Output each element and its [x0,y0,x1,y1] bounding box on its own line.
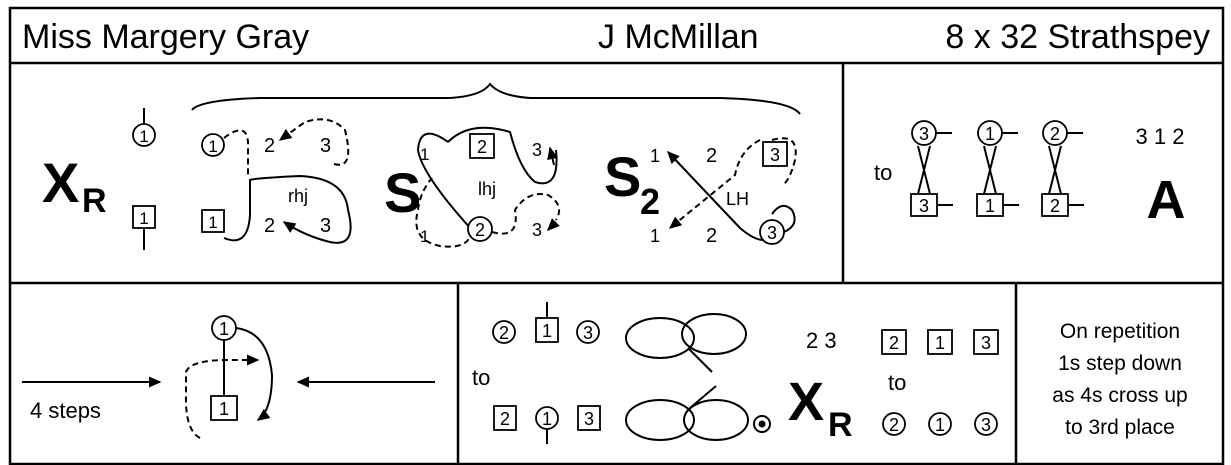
svg-text:1: 1 [420,227,429,246]
final-order: 3 1 2 [1136,124,1185,149]
svg-text:3: 3 [583,323,593,343]
svg-text:2 3: 2 3 [806,328,837,353]
svg-text:2: 2 [889,415,899,435]
svg-text:3: 3 [770,145,780,165]
svg-text:2: 2 [1050,196,1060,216]
svg-text:3: 3 [919,124,929,144]
svg-text:1: 1 [139,127,148,146]
svg-text:2: 2 [706,145,717,167]
outer-frame [8,6,1225,465]
svg-text:rhj: rhj [288,186,308,206]
svg-text:1: 1 [208,213,217,232]
svg-text:3: 3 [584,409,594,429]
svg-text:3: 3 [981,415,991,435]
cross-symbol: X R [42,151,107,220]
svg-text:R: R [82,182,107,220]
svg-text:1: 1 [219,399,229,419]
svg-text:1: 1 [542,321,552,341]
set-symbol: S [384,161,421,224]
svg-text:1: 1 [139,209,148,228]
svg-text:1: 1 [985,196,995,216]
svg-text:3: 3 [767,223,777,243]
end-marker-dot [758,420,766,428]
allemande-symbol: A [1147,170,1186,230]
panel-steps: 4 steps 1 1 [22,315,435,439]
svg-text:3: 3 [919,196,929,216]
panel-cross-and-set: X R 1 1 1 2 3 1 rhj 2 3 S 1 2 3 lhj [42,82,801,250]
svg-text:2: 2 [264,215,275,237]
svg-text:1: 1 [985,124,995,144]
svg-text:1: 1 [542,409,552,429]
svg-text:2: 2 [1050,124,1060,144]
brace [191,82,801,115]
svg-text:3: 3 [532,220,542,240]
svg-text:R: R [828,406,853,444]
svg-text:3: 3 [981,333,991,353]
dancer-woman-1 [132,123,156,147]
dance-title: Miss Margery Gray [22,18,309,56]
svg-text:2: 2 [477,137,487,157]
svg-text:3: 3 [532,140,542,160]
svg-text:1: 1 [935,333,945,353]
svg-text:1: 1 [650,226,660,246]
svg-text:2: 2 [889,333,899,353]
dance-format: 8 x 32 Strathspey [945,18,1210,56]
svg-text:3: 3 [320,135,331,157]
svg-text:1: 1 [650,146,660,166]
svg-text:LH: LH [726,189,749,209]
note-line-2: 1s step down [1058,352,1182,375]
svg-text:lhj: lhj [478,179,496,199]
svg-text:X: X [42,151,79,214]
svg-text:2: 2 [706,225,717,247]
svg-text:to: to [472,365,490,390]
svg-text:2: 2 [499,323,509,343]
panel-repetition-note: On repetition 1s step down as 4s cross u… [1052,320,1187,439]
steps-label: 4 steps [30,398,101,423]
set-twice-symbol: S 2 [604,145,660,222]
svg-text:to: to [888,370,906,395]
svg-text:2: 2 [475,220,485,240]
dance-author: J McMillan [598,18,759,56]
svg-text:2: 2 [640,181,660,222]
svg-text:S: S [604,145,641,208]
svg-text:1: 1 [935,415,945,435]
svg-text:1: 1 [208,137,217,156]
note-line-1: On repetition [1060,320,1180,343]
note-line-4: to 3rd place [1065,416,1175,439]
panel-reels-and-cross: 2 1 3 to 2 1 3 2 3 X R 2 1 [472,302,999,444]
svg-text:1: 1 [420,145,429,164]
svg-text:2: 2 [264,135,275,157]
svg-text:to: to [874,160,892,185]
svg-text:3: 3 [320,215,331,237]
note-line-3: as 4s cross up [1052,384,1187,407]
svg-text:1: 1 [219,319,229,339]
cross-symbol-2: X R [788,372,853,444]
svg-text:X: X [788,372,824,432]
svg-text:2: 2 [500,409,510,429]
panel-allemande: to 3 3 1 1 2 2 3 1 2 A [874,120,1186,230]
